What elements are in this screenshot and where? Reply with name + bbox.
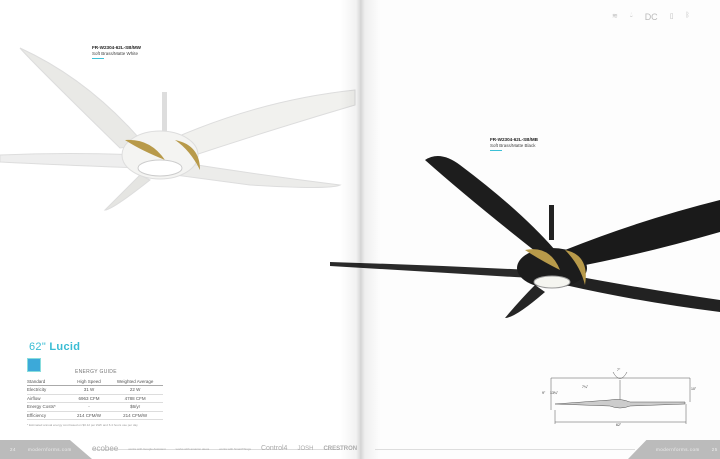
- black-fan-label: FR-W2304-62L-SB/MB Soft Brass/Matte Blac…: [490, 137, 538, 151]
- footer-right: modernforms.com 25: [628, 440, 720, 459]
- table-row: Energy Costs*-$6/yr: [27, 402, 163, 412]
- footer-rule: [375, 449, 635, 450]
- website-link[interactable]: modernforms.com: [28, 447, 72, 452]
- josh-logo: JOSH: [297, 445, 314, 452]
- dim-blade-drop: 10": [691, 387, 697, 391]
- energy-star-logo: [27, 358, 41, 372]
- finish-name: Soft Brass/Matte White: [92, 51, 139, 56]
- accent-underline: [92, 58, 104, 59]
- black-fan-image: [330, 156, 720, 318]
- page-gutter: [340, 0, 380, 459]
- dim-height: 9": [542, 391, 546, 395]
- dim-canopy: 7": [617, 368, 621, 372]
- smartthings-logo: works with SmartThings: [219, 446, 251, 451]
- wet-icon: 💧︎: [629, 12, 633, 19]
- partner-logos: ecobee works with Google Assistant works…: [92, 444, 357, 453]
- white-fan-label: FR-W2304-62L-SB/MW Soft Brass/Matte Whit…: [92, 45, 141, 59]
- accent-underline: [490, 150, 502, 151]
- col-header: High Speed: [70, 377, 108, 386]
- crestron-logo: CRESTRON: [323, 445, 358, 452]
- col-header: Weighted Average: [107, 377, 163, 386]
- model-number: FR-W2304-62L-SB/MB: [490, 137, 538, 142]
- website-link[interactable]: modernforms.com: [656, 447, 700, 452]
- dim-downrod: 7¼": [582, 385, 589, 389]
- col-header: Standard: [27, 377, 71, 386]
- control4-logo: Control4: [260, 445, 288, 452]
- footer-left: 24 modernforms.com: [0, 440, 92, 459]
- dim-height-2: 13¾": [550, 391, 559, 395]
- dim-span: 62": [616, 423, 622, 427]
- footer-rule: [92, 449, 342, 450]
- dimension-drawing: [550, 371, 691, 424]
- footnote: * Estimated annual energy cost based on …: [27, 423, 138, 427]
- finish-name: Soft Brass/Matte Black: [490, 143, 536, 148]
- model-number: FR-W2304-62L-SB/MW: [92, 45, 142, 50]
- dc-motor-icon: DC: [644, 12, 658, 22]
- white-fan-image: [0, 47, 356, 211]
- bluetooth-icon: ᛒ: [685, 12, 690, 19]
- product-size: 62": [29, 341, 47, 353]
- page-number: 24: [10, 447, 17, 452]
- alexa-logo: works with amazon alexa: [175, 446, 210, 451]
- page-number: 25: [711, 447, 718, 452]
- google-assistant-logo: works with Google Assistant: [128, 446, 166, 451]
- feature-icons: ≋ 💧︎ DC ▯ ᛒ: [612, 12, 690, 22]
- ecobee-logo: ecobee: [92, 444, 119, 453]
- wifi-icon: ≋: [612, 13, 618, 20]
- remote-icon: ▯: [669, 13, 674, 20]
- energy-guide-heading: ENERGY GUIDE: [75, 369, 117, 375]
- product-name: Lucid: [49, 341, 81, 353]
- product-title: 62" Lucid: [29, 341, 80, 353]
